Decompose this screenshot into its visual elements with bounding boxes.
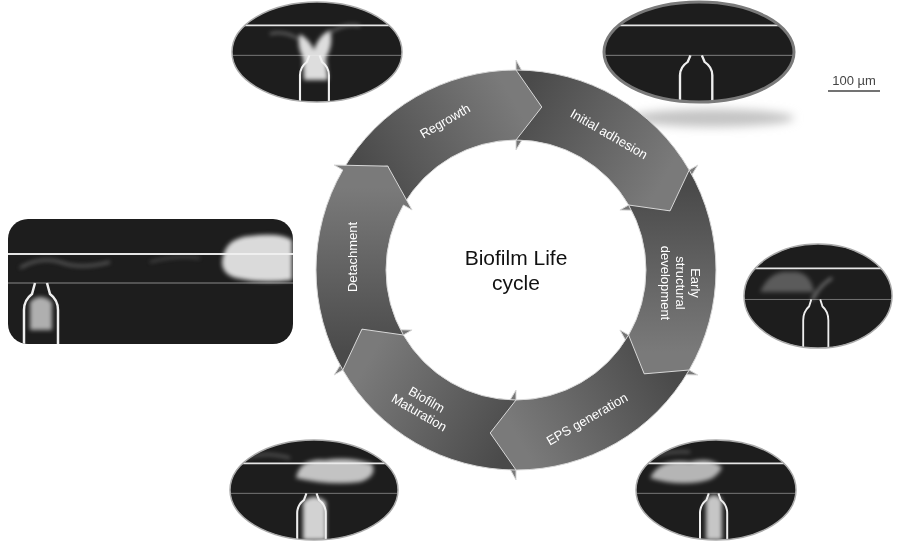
cycle-arrow-segment: EPS generation bbox=[481, 328, 700, 482]
arrow-segment-path bbox=[516, 70, 698, 211]
label-group: Biofilm Life cycle bbox=[390, 245, 642, 295]
cycle-arrow-segment: Detachment bbox=[304, 135, 425, 378]
arrow-segment-path bbox=[490, 335, 689, 480]
stage-label: Early structural development bbox=[658, 246, 703, 320]
center-circle: Biofilm Life cycle bbox=[390, 144, 642, 396]
stage-label: Detachment bbox=[344, 222, 359, 292]
label-group: Early structural development bbox=[658, 246, 703, 320]
arrow-segment-path bbox=[620, 170, 716, 375]
scale-bar bbox=[828, 90, 880, 92]
label-group: Detachment bbox=[344, 222, 359, 292]
arrow-segment-shape bbox=[304, 135, 425, 378]
center-title: Biofilm Life cycle bbox=[456, 245, 576, 295]
arrow-segment-path bbox=[334, 329, 516, 470]
arrow-segment-shape bbox=[481, 328, 700, 482]
arrow-segment-path bbox=[316, 165, 412, 370]
scale-label: 100 µm bbox=[832, 73, 876, 88]
